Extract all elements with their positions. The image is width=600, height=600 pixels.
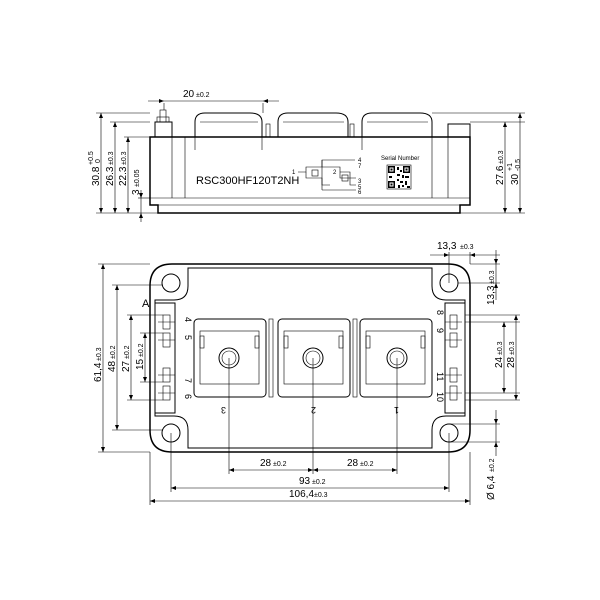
svg-text:±0.05: ±0.05 [134, 169, 141, 187]
svg-text:±0.3: ±0.3 [498, 150, 505, 164]
svg-text:6: 6 [183, 394, 193, 399]
svg-text:0: 0 [95, 159, 102, 163]
svg-text:30.8: 30.8 [91, 166, 102, 186]
svg-text:10: 10 [435, 392, 445, 402]
side-pin-block-left [154, 121, 173, 138]
dim-93: 93 ±0.2 [171, 476, 449, 490]
svg-text:7: 7 [358, 164, 362, 170]
dim-106: 106,4 ±0.3 [150, 489, 470, 503]
svg-text:-0.5: -0.5 [515, 159, 522, 171]
svg-text:±0.3: ±0.3 [314, 492, 328, 499]
serial-number-label: Serial Number [381, 156, 419, 162]
svg-text:1: 1 [292, 170, 296, 176]
svg-text:28: 28 [260, 458, 272, 469]
svg-text:±0.2: ±0.2 [360, 461, 374, 468]
qr-code-icon [386, 164, 412, 190]
side-terminal-right [361, 112, 433, 137]
svg-text:±0.2: ±0.2 [273, 461, 287, 468]
terminal-label-1: 1 [394, 405, 399, 415]
svg-text:±0.2: ±0.2 [110, 345, 117, 359]
dim-right-24-28: 24 ±0.3 28 ±0.3 [465, 314, 520, 401]
power-terminal-1 [359, 318, 433, 398]
svg-text:5: 5 [183, 335, 193, 340]
svg-text:26.3: 26.3 [105, 166, 116, 186]
side-terminal-left [194, 112, 263, 137]
dim-top-width: 20 ±0.2 [148, 89, 279, 113]
power-terminal-3 [193, 318, 267, 398]
svg-text:±0.2: ±0.2 [312, 479, 326, 486]
circuit-schematic-icon [298, 159, 356, 191]
svg-text:4: 4 [358, 158, 362, 164]
pin-block-left [154, 302, 176, 414]
svg-text:15: 15 [135, 358, 146, 370]
svg-text:9: 9 [435, 328, 445, 333]
svg-text:±0.3: ±0.3 [108, 151, 115, 165]
part-number-label: RSC300HF120T2NH [196, 175, 299, 187]
svg-text:28: 28 [506, 356, 517, 368]
svg-text:±0.2: ±0.2 [489, 458, 496, 472]
side-view: RSC300HF120T2NH 1 2 3 4 7 5 6 Serial Num… [88, 89, 525, 222]
svg-text:±0.3: ±0.3 [460, 244, 474, 251]
dim-13-horizontal: 13,3 ±0.3 [430, 241, 500, 283]
svg-text:48: 48 [107, 360, 118, 372]
svg-text:6: 6 [358, 190, 362, 196]
dim-pitch: 28 ±0.2 28 ±0.2 [229, 458, 397, 472]
svg-text:11: 11 [435, 372, 445, 381]
svg-text:±0.3: ±0.3 [121, 151, 128, 165]
svg-text:61,4: 61,4 [93, 362, 104, 382]
svg-text:3: 3 [358, 179, 362, 185]
svg-text:106,4: 106,4 [289, 489, 314, 500]
svg-text:2: 2 [333, 170, 337, 176]
svg-text:20: 20 [183, 89, 195, 100]
svg-text:±0.3: ±0.3 [509, 341, 516, 355]
svg-text:4: 4 [183, 317, 193, 322]
top-view: 4 5 7 6 8 9 11 10 [93, 241, 520, 505]
dim-13-vertical: 13,3 ±0.3 [458, 250, 500, 305]
svg-text:+0.5: +0.5 [88, 151, 95, 165]
svg-text:5: 5 [358, 185, 362, 191]
pin-block-right [444, 302, 466, 414]
svg-text:13,3: 13,3 [437, 241, 457, 252]
svg-text:3: 3 [131, 189, 142, 195]
svg-text:±0.3: ±0.3 [497, 341, 504, 355]
svg-text:±0.2: ±0.2 [124, 345, 131, 359]
svg-text:8: 8 [435, 310, 445, 315]
mounting-hole-tl [161, 273, 181, 293]
svg-text:30: 30 [510, 173, 521, 185]
svg-text:±0.3: ±0.3 [96, 347, 103, 361]
dim-right-stack: 27.6 ±0.3 30 +1 -0.5 [432, 112, 525, 214]
svg-text:93: 93 [299, 476, 311, 487]
svg-text:±0.3: ±0.3 [489, 270, 496, 284]
svg-text:+1: +1 [507, 163, 514, 171]
terminal-label-2: 2 [311, 405, 316, 415]
svg-text:Ø 6,4: Ø 6,4 [486, 475, 497, 500]
dim-hole-diameter: Ø 6,4 ±0.2 [449, 410, 500, 500]
side-terminal-mid [277, 112, 349, 137]
svg-text:13,3: 13,3 [486, 285, 497, 305]
marker-a: A [142, 298, 150, 310]
dim-left-stack-top: 61,4 ±0.3 48 ±0.2 27 ±0.2 15 ±0.2 [93, 263, 163, 453]
svg-text:7: 7 [183, 378, 193, 383]
svg-text:22.3: 22.3 [118, 166, 129, 186]
dim-left-stack: 30.8 +0.5 0 26.3 ±0.3 22.3 ±0.3 3 ±0.05 [88, 112, 158, 222]
svg-text:28: 28 [347, 458, 359, 469]
power-terminal-2 [277, 318, 351, 398]
svg-text:27: 27 [121, 360, 132, 372]
svg-text:±0.2: ±0.2 [196, 92, 210, 99]
side-pin-block-right [447, 123, 471, 138]
svg-text:±0.2: ±0.2 [138, 343, 145, 357]
svg-text:24: 24 [494, 356, 505, 368]
top-base-outline [149, 263, 471, 453]
svg-text:27.6: 27.6 [495, 165, 506, 185]
terminal-label-3: 3 [221, 405, 226, 415]
